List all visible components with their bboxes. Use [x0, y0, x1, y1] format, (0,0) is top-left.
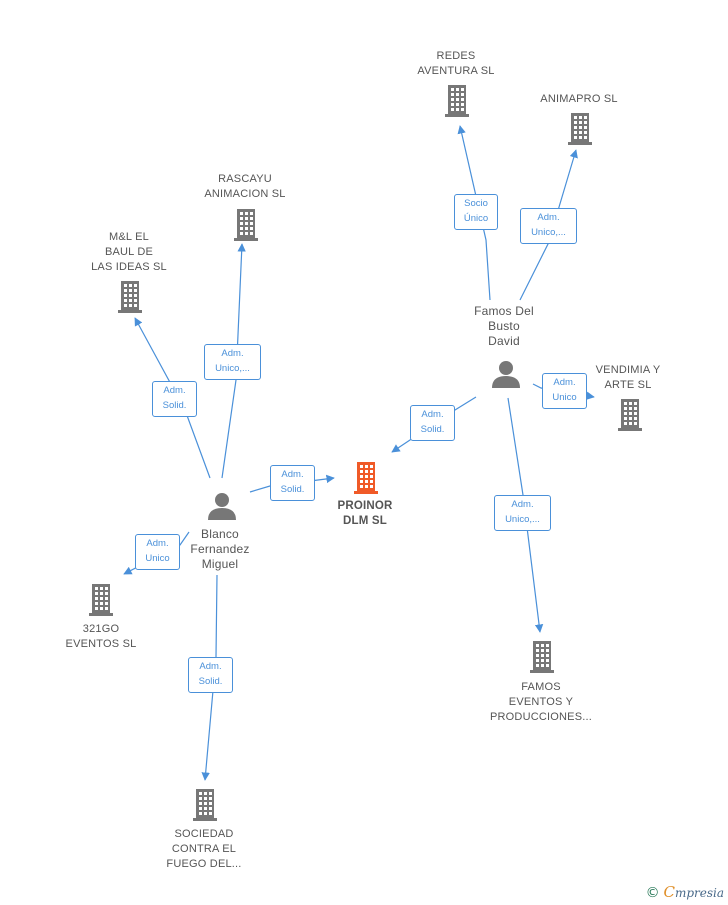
node-label-blanco-fernandez[interactable]: Blanco Fernandez Miguel — [190, 527, 250, 571]
brand-name: mpresia — [674, 886, 724, 900]
node-label-ml-baul[interactable]: M&L EL BAUL DE LAS IDEAS SL — [91, 231, 167, 273]
node-label-animapro[interactable]: ANIMAPRO SL — [540, 93, 618, 105]
edge-label-famos-animapro[interactable]: Adm. Unico,... — [520, 208, 577, 244]
node-label-redes-aventura[interactable]: REDES AVENTURA SL — [417, 50, 495, 77]
brand-initial: C — [663, 883, 675, 901]
building-icon-redes-aventura[interactable] — [445, 85, 469, 117]
building-icon-ml-baul[interactable] — [118, 281, 142, 313]
building-icon-proinor[interactable] — [354, 462, 378, 494]
edge-famos-animapro — [519, 149, 578, 301]
person-icon-famos-del-busto[interactable] — [492, 361, 520, 388]
edge-label-famos-eventos[interactable]: Adm. Unico,... — [494, 495, 551, 531]
edge-label-famos-vendimia[interactable]: Adm. Unico — [542, 373, 587, 409]
node-label-proinor[interactable]: PROINOR DLM SL — [337, 500, 393, 527]
node-label-famos-del-busto[interactable]: Famos Del Busto David — [474, 304, 534, 348]
edge-label-blanco-ml[interactable]: Adm. Solid. — [152, 381, 197, 417]
node-label-321go[interactable]: 321GO EVENTOS SL — [65, 623, 137, 650]
edge-label-famos-redes[interactable]: Socio Único — [454, 194, 498, 230]
building-icon-famos-eventos[interactable] — [530, 641, 554, 673]
person-icon-blanco-fernandez[interactable] — [208, 493, 236, 520]
building-icon-321go[interactable] — [89, 584, 113, 616]
edge-famos-redes — [457, 125, 491, 301]
edge-label-blanco-proinor[interactable]: Adm. Solid. — [270, 465, 315, 501]
edge-label-blanco-rascayu[interactable]: Adm. Unico,... — [204, 344, 261, 380]
node-label-rascayu[interactable]: RASCAYU ANIMACION SL — [204, 173, 286, 200]
node-label-famos-eventos[interactable]: FAMOS EVENTOS Y PRODUCCIONES... — [489, 681, 593, 723]
node-label-sociedad-contra[interactable]: SOCIEDAD CONTRA EL FUEGO DEL... — [166, 828, 242, 870]
edge-blanco-rascayu — [221, 243, 246, 479]
copyright-icon: © — [645, 885, 660, 901]
building-icon-sociedad-contra[interactable] — [193, 789, 217, 821]
edge-label-blanco-321go[interactable]: Adm. Unico — [135, 534, 180, 570]
node-label-vendimia-arte[interactable]: VENDIMIA Y ARTE SL — [595, 364, 661, 391]
brand-logo: © Cmpresia — [646, 883, 724, 901]
edge-label-famos-proinor[interactable]: Adm. Solid. — [410, 405, 455, 441]
building-icon-rascayu[interactable] — [234, 209, 258, 241]
building-icon-animapro[interactable] — [568, 113, 592, 145]
building-icon-vendimia-arte[interactable] — [618, 399, 642, 431]
edge-label-blanco-sociedad[interactable]: Adm. Solid. — [188, 657, 233, 693]
